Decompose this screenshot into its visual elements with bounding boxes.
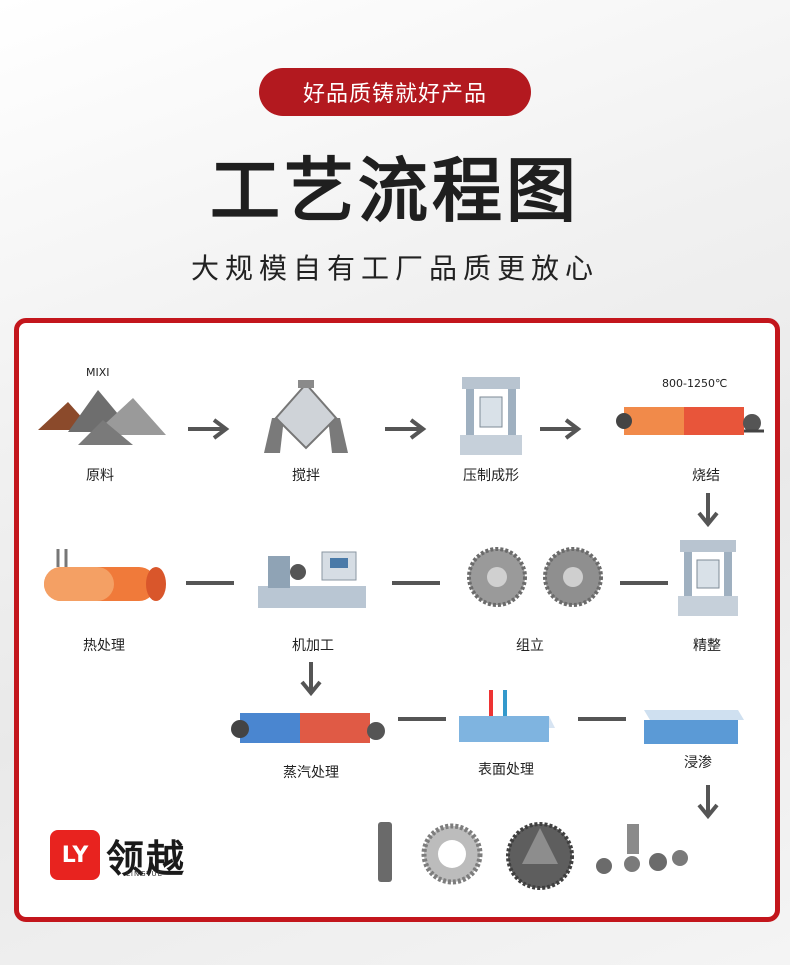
steam-furnace-illustration: [231, 713, 385, 743]
impregnation-tank-illustration: [644, 710, 744, 744]
finished-products-illustration: [378, 822, 688, 890]
arrow-right-icon: [188, 418, 230, 440]
heat-treatment-illustration: [44, 549, 166, 601]
surface-treatment-illustration: [459, 690, 555, 742]
arrow-down-icon: [697, 785, 719, 820]
slogan-badge: 好品质铸就好产品: [259, 68, 531, 116]
connector-line: [620, 581, 668, 585]
step-steam-treatment: 蒸汽处理: [283, 765, 339, 781]
mixer-illustration: [264, 380, 348, 453]
finishing-press-illustration: [678, 540, 738, 616]
sintering-furnace-illustration: [616, 407, 764, 435]
step-finishing: 精整: [693, 638, 721, 654]
gears-illustration: [467, 547, 603, 607]
step-assembly: 组立: [516, 638, 544, 654]
step-heat-treatment: 热处理: [83, 638, 125, 654]
lathe-illustration: [258, 551, 366, 608]
step-sintering: 烧结: [692, 468, 720, 484]
step-machining: 机加工: [292, 638, 334, 654]
temperature-label: 800-1250℃: [662, 377, 728, 390]
arrow-down-icon: [300, 662, 322, 697]
step-pressing: 压制成形: [463, 468, 519, 484]
brand-logo-mark: LY: [50, 830, 100, 880]
step-raw-material: 原料: [86, 468, 114, 484]
arrow-right-icon: [540, 418, 582, 440]
connector-line: [392, 581, 440, 585]
arrow-down-icon: [697, 493, 719, 528]
page-title: 工艺流程图: [210, 150, 580, 232]
step-impregnation: 浸渗: [684, 755, 712, 771]
connector-line: [578, 717, 626, 721]
connector-line: [186, 581, 234, 585]
step-surface-treatment: 表面处理: [478, 762, 534, 778]
mixi-label: MIXI: [86, 366, 110, 379]
page-subtitle: 大规模自有工厂品质更放心: [190, 252, 599, 285]
step-mixing: 搅拌: [292, 468, 320, 484]
press-machine-illustration: [460, 377, 522, 455]
brand-logo-name: 领越: [106, 836, 187, 881]
arrow-right-icon: [385, 418, 427, 440]
connector-line: [398, 717, 446, 721]
raw-material-illustration: [38, 390, 166, 445]
brand-logo-english: LINGYUE: [126, 870, 164, 878]
